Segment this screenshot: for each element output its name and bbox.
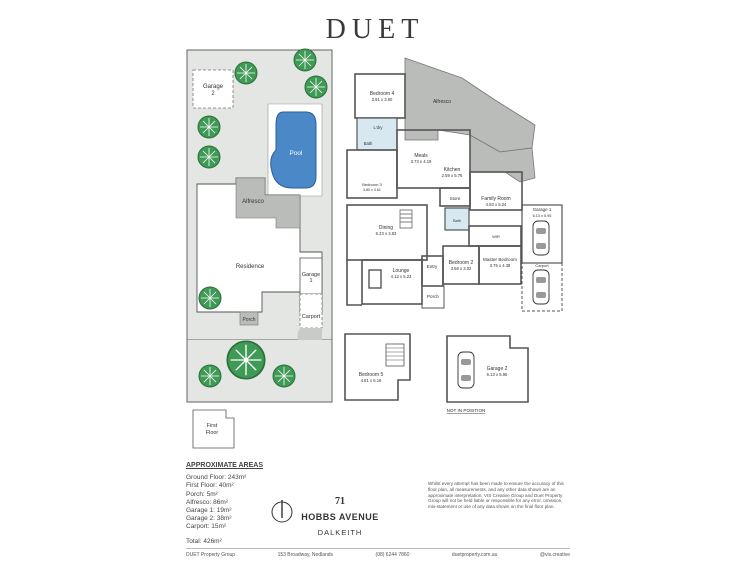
room-porch-name: Porch <box>427 294 439 299</box>
footer-phone: (08) 6244 7860 <box>375 552 410 558</box>
first-floor <box>344 333 411 401</box>
site-porch <box>239 311 259 326</box>
area-line: Garage 2: 38m² <box>186 515 232 523</box>
room-bedroom3-dims: 3.80 x 3.61 <box>363 188 381 192</box>
room-family-dims: 4.93 x 5.24 <box>486 202 507 207</box>
tree-icon <box>234 61 258 85</box>
room-ens-name: Bath <box>453 219 461 223</box>
room-family-name: Family Room <box>481 196 510 202</box>
car-icon <box>532 269 550 305</box>
area-line: First Floor: 40m² <box>186 482 234 490</box>
room-meals-dims: 3.73 x 4.19 <box>411 159 432 164</box>
room-bedroom4-name: Bedroom 4 <box>370 91 395 97</box>
room-alfresco-name: Alfresco <box>433 99 451 105</box>
area-line: Porch: 5m² <box>186 490 218 498</box>
car-icon <box>457 351 475 389</box>
room-lounge-name: Lounge <box>393 268 410 274</box>
brand-logo: DUET <box>325 14 425 45</box>
tree-icon <box>197 145 221 169</box>
room-carport-name: Carport <box>535 263 549 268</box>
footer-company: DUET Property Group <box>186 552 236 558</box>
address-suburb: DALKEITH <box>317 528 363 537</box>
area-line: Ground Floor: 243m² <box>186 474 247 482</box>
ground-floor <box>346 57 563 312</box>
room-dining-dims: 6.23 x 3.83 <box>376 231 397 236</box>
not-in-position-label: NOT IN POSITION <box>447 408 486 413</box>
area-total: Total: 426m² <box>186 537 222 545</box>
site-garage2 <box>192 69 234 109</box>
areas-heading: APPROXIMATE AREAS <box>186 462 264 469</box>
footer-website[interactable]: duetproperty.com.au <box>451 552 498 558</box>
room-bedroom2-name: Bedroom 2 <box>449 260 474 266</box>
pool-shape <box>270 111 317 189</box>
room-entry-name: Entry <box>427 264 438 269</box>
label-pool: Pool <box>289 150 303 157</box>
garage2-plan <box>446 335 529 403</box>
room-garage1-name: Garage 1 <box>533 207 552 212</box>
label-site-carport: Carport <box>302 314 321 320</box>
approximate-areas: APPROXIMATE AREAS Ground Floor: 243m² Fi… <box>186 462 263 546</box>
compass-icon <box>271 500 293 523</box>
site-plan <box>186 48 333 388</box>
room-bedroom5-dims: 4.81 x 6.16 <box>361 378 382 383</box>
room-master-name: Master Bedroom <box>483 257 517 262</box>
tree-icon <box>293 48 317 72</box>
label-site-porch: Porch <box>242 317 255 323</box>
site-first-floor <box>192 409 235 449</box>
disclaimer-text: Whilst every attempt has been made to en… <box>428 481 564 510</box>
tree-icon <box>198 286 222 310</box>
room-store-name: Store <box>450 196 461 201</box>
site-carport <box>299 293 323 329</box>
area-line: Carport: 15m² <box>186 523 227 531</box>
room-wir-name: WIR <box>492 234 500 239</box>
room-bedroom4-dims: 3.91 x 3.60 <box>372 97 393 102</box>
room-garage2-name: Garage 2 <box>487 366 508 372</box>
room-dining-name: Dining <box>379 225 393 231</box>
room-bedroom3-name: Bedroom 3 <box>362 182 382 187</box>
label-site-alfresco: Alfresco <box>242 199 264 205</box>
room-bedroom2-dims: 3.58 x 3.02 <box>451 266 472 271</box>
footer: DUET Property Group 153 Broadway, Nedlan… <box>186 548 570 558</box>
room-master-dims: 3.75 x 4.38 <box>490 263 511 268</box>
label-residence: Residence <box>236 264 265 270</box>
area-line: Garage 1: 19m² <box>186 507 232 515</box>
tree-icon <box>304 75 328 99</box>
address-street: HOBBS AVENUE <box>301 512 379 522</box>
room-bedroom5-name: Bedroom 5 <box>359 372 384 378</box>
room-kitchen-dims: 2.59 x 5.76 <box>442 173 463 178</box>
room-garage2-dims: 6.13 x 5.95 <box>487 372 508 377</box>
site-alfresco <box>235 177 301 229</box>
area-line: Alfresco: 86m² <box>186 498 228 506</box>
address-number: 71 <box>335 496 345 507</box>
footer-address: 153 Broadway, Nedlands <box>277 552 334 558</box>
room-ldry-name: L'dry <box>374 125 384 130</box>
label-site-garage1: Garage <box>302 272 320 278</box>
tree-icon <box>197 115 221 139</box>
footer-credit[interactable]: @vis.creative <box>539 552 570 558</box>
label-garage2-line1: Garage <box>203 84 224 90</box>
room-bath-name: Bath <box>364 141 373 146</box>
room-meals-name: Meals <box>414 153 428 159</box>
room-garage1-dims: 6.13 x 5.95 <box>533 214 552 218</box>
car-icon <box>532 220 550 256</box>
room-kitchen-name: Kitchen <box>444 167 461 173</box>
room-lounge-dims: 4.12 x 5.23 <box>391 274 412 279</box>
